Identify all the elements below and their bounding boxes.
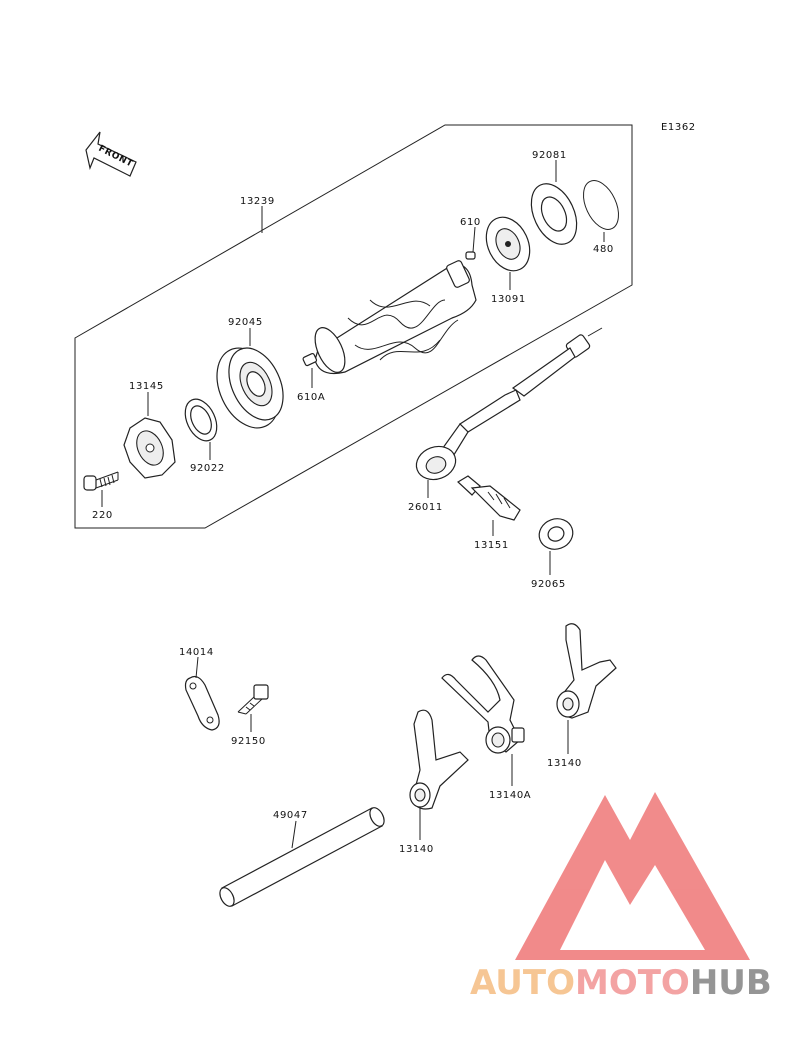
logo-word-auto: AUTO: [470, 963, 575, 1003]
part-shift-drum: [314, 260, 477, 375]
label-13140-right: 13140: [547, 758, 582, 769]
logo-word-hub: HUB: [690, 963, 772, 1003]
part-49047-rod: [219, 807, 385, 907]
label-13140-left: 13140: [399, 844, 434, 855]
label-49047: 49047: [273, 810, 308, 821]
label-13145: 13145: [129, 381, 164, 392]
part-92022-ring: [184, 398, 218, 442]
label-14014: 14014: [179, 647, 214, 658]
part-13140-fork-left: [409, 709, 469, 810]
part-92045-bearing: [216, 347, 284, 429]
leader-lines: [101, 160, 605, 849]
part-610a-pin: [302, 352, 318, 367]
part-13145-cam: [123, 417, 176, 479]
part-92081-plate: [530, 183, 578, 245]
label-26011: 26011: [408, 502, 443, 513]
part-610-pin: [465, 251, 476, 260]
label-13239: 13239: [240, 196, 275, 207]
label-92022: 92022: [190, 463, 225, 474]
part-92150-bolt: [237, 684, 269, 715]
assembly-frame: [74, 124, 633, 529]
part-13140a-fork-center: [441, 655, 525, 754]
label-92150: 92150: [231, 736, 266, 747]
label-220: 220: [92, 510, 113, 521]
part-labels: 13239 92081 610 480 13091 92045 610A 131…: [92, 150, 614, 855]
label-13091: 13091: [491, 294, 526, 305]
label-610: 610: [460, 217, 481, 228]
label-13151: 13151: [474, 540, 509, 551]
logo-word-moto: MOTO: [575, 963, 690, 1003]
part-26011-shift-shaft: [415, 327, 603, 481]
label-92045: 92045: [228, 317, 263, 328]
part-13151-pin: [457, 475, 521, 521]
svg-text:AUTOMOTOHUB: AUTOMOTOHUB: [470, 963, 772, 1003]
label-610a: 610A: [297, 392, 325, 403]
label-92081: 92081: [532, 150, 567, 161]
part-480-circlip: [583, 180, 619, 230]
label-13140a: 13140A: [489, 790, 531, 801]
part-14014-plate: [184, 675, 220, 731]
front-arrow-icon: FRONT: [85, 131, 137, 177]
label-92065: 92065: [531, 579, 566, 590]
logo-triangle-icon: [515, 792, 750, 960]
label-480: 480: [593, 244, 614, 255]
part-220-bolt: [83, 471, 119, 491]
automotohub-logo: AUTOMOTOHUB: [470, 792, 772, 1003]
part-92065-washer: [538, 518, 574, 550]
part-13140-fork-right: [556, 623, 617, 719]
part-13091-star: [485, 216, 531, 272]
ref-code: E1362: [661, 122, 696, 133]
